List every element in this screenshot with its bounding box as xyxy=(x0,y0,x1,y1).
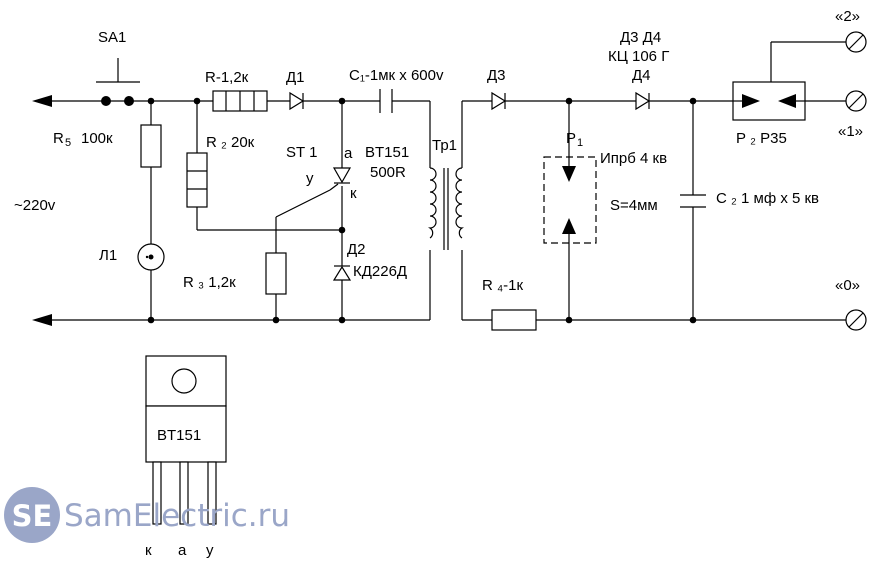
watermark-logo-circle xyxy=(4,487,60,543)
diode-d1 xyxy=(289,91,305,111)
label-d3d4: Д3 Д4 xyxy=(620,29,661,46)
spark-gap-p2 xyxy=(732,81,806,121)
label-r5-sub: 5 xyxy=(65,137,71,149)
label-l1: Л1 xyxy=(99,247,117,264)
resistor-r1 xyxy=(212,90,268,112)
label-pin-k: к xyxy=(145,542,152,559)
label-out1: «1» xyxy=(838,123,863,140)
resistor-r3 xyxy=(265,252,287,295)
label-220v: ~220v xyxy=(14,197,56,214)
transformer-tr1 xyxy=(428,167,464,250)
label-cathode: к xyxy=(350,185,357,202)
label-gate: у xyxy=(306,170,314,187)
label-r4: R ₄-1к xyxy=(482,277,523,294)
label-d4: Д4 xyxy=(632,67,651,84)
label-sa1: SA1 xyxy=(98,29,126,46)
label-ipr: Ипрб 4 кв xyxy=(600,150,667,167)
diode-d2 xyxy=(332,265,352,281)
label-p2: Р ₂ Р35 xyxy=(736,130,787,147)
label-bt151: BT151 xyxy=(365,144,409,161)
terminal-1 xyxy=(845,90,867,112)
terminal-2 xyxy=(845,31,867,53)
label-r3: R ₃ 1,2к xyxy=(183,274,236,291)
watermark-logo-text: SE xyxy=(12,499,53,533)
label-pin-a: а xyxy=(178,542,187,559)
watermark-text: SamElectric.ru xyxy=(64,498,290,534)
switch-sa1 xyxy=(96,58,140,106)
label-tr1: Тр1 xyxy=(432,137,457,154)
label-pin-y: у xyxy=(206,542,214,559)
resistor-r5 xyxy=(140,124,162,168)
label-r5-value: 100к xyxy=(81,130,113,147)
input-arrows xyxy=(32,95,52,326)
watermark: SE SamElectric.ru xyxy=(4,487,290,543)
label-r1: R-1,2к xyxy=(205,69,249,86)
wires-internal xyxy=(150,41,846,320)
label-d1: Д1 xyxy=(286,69,305,86)
label-out2: «2» xyxy=(835,8,860,25)
bt151-package xyxy=(145,355,227,525)
label-p1-sub: 1 xyxy=(577,137,583,149)
label-s4: S=4мм xyxy=(610,197,658,214)
diode-d4 xyxy=(635,91,651,111)
label-c1: С₁-1мк х 600v xyxy=(349,67,444,84)
junction-dots xyxy=(147,97,697,324)
thyristor-st1 xyxy=(329,167,352,191)
label-anode: а xyxy=(344,145,353,162)
label-r5-name: R xyxy=(53,130,64,147)
resistor-r4 xyxy=(491,309,537,331)
capacitor-c1 xyxy=(379,89,393,113)
capacitor-c2 xyxy=(680,194,706,208)
label-out0: «0» xyxy=(835,277,860,294)
label-c2: С ₂ 1 мф х 5 кв xyxy=(716,190,819,207)
component-labels: SA1 R-1,2к Д1 С₁-1мк х 600v Д3 Д3 Д4 КЦ … xyxy=(14,8,863,559)
label-kd226: КД226Д xyxy=(353,263,407,280)
diode-d3 xyxy=(491,91,507,111)
label-kc106: КЦ 106 Г xyxy=(608,48,669,65)
lamp-l1 xyxy=(137,243,165,271)
label-r2: R ₂ 20к xyxy=(206,134,255,151)
terminal-0 xyxy=(845,309,867,331)
label-d2: Д2 xyxy=(347,241,366,258)
label-p1-name: Р xyxy=(566,130,576,147)
label-st1: ST 1 xyxy=(286,144,317,161)
resistor-r2 xyxy=(186,152,208,208)
spark-gap-p1 xyxy=(543,156,597,244)
label-d3: Д3 xyxy=(487,67,506,84)
label-500r: 500R xyxy=(370,164,406,181)
label-package-name: BT151 xyxy=(157,427,201,444)
